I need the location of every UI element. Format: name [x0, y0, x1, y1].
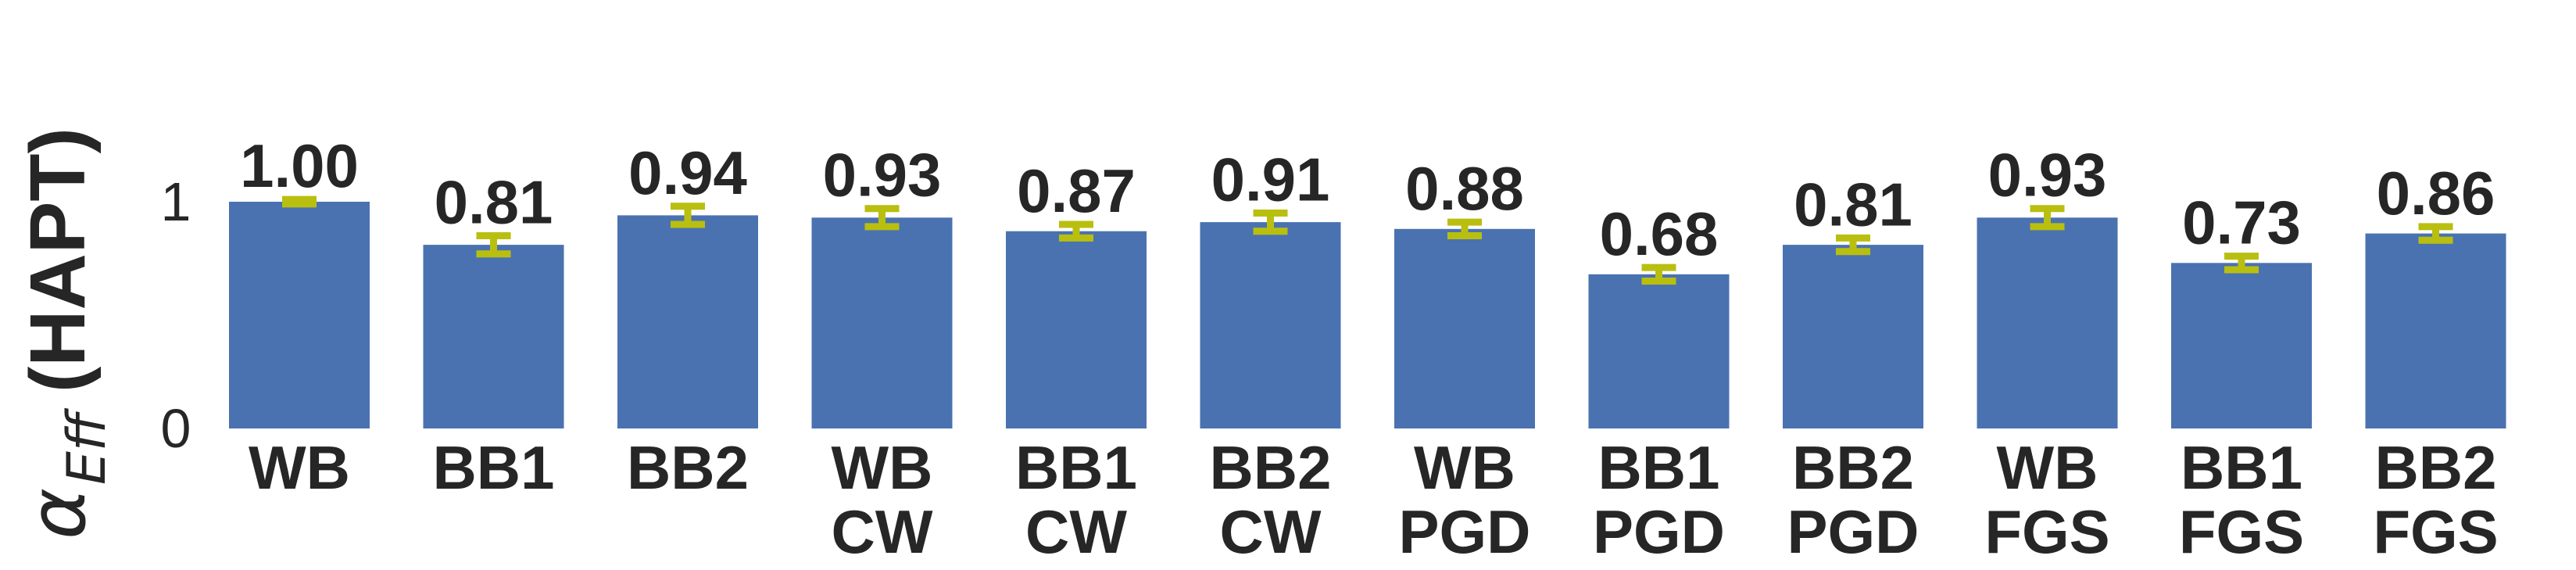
- error-bar: [282, 195, 317, 208]
- category-label: PGD: [1593, 497, 1725, 566]
- value-label: 0.68: [1600, 199, 1719, 268]
- category-label: BB2: [1792, 433, 1914, 502]
- value-label: 0.86: [2377, 159, 2496, 228]
- category-label: WB: [249, 433, 350, 502]
- category-label: WB: [1414, 433, 1515, 502]
- y-axis-label: α Eff (HAPT): [12, 127, 118, 540]
- value-label: 0.81: [435, 168, 553, 237]
- error-bar: [671, 203, 705, 228]
- error-bar: [1059, 220, 1093, 242]
- category-label: WB: [832, 433, 933, 502]
- category-label: PGD: [1398, 497, 1530, 566]
- value-label: 0.81: [1794, 170, 1912, 238]
- error-bars: [282, 195, 2453, 285]
- category-label: WB: [1997, 433, 2098, 502]
- error-bar: [2030, 205, 2065, 231]
- category-label: BB1: [2181, 433, 2302, 502]
- error-bar: [2224, 253, 2259, 274]
- category-label: FGS: [1984, 497, 2109, 566]
- bar: [1006, 231, 1147, 428]
- value-label: 0.94: [628, 138, 747, 207]
- y-axis-label-symbol: α: [12, 488, 103, 540]
- value-label: 1.00: [240, 131, 359, 200]
- bar: [229, 202, 370, 428]
- value-label: 0.91: [1211, 145, 1330, 214]
- bar: [617, 215, 758, 428]
- bar: [423, 245, 564, 428]
- error-bar: [1253, 210, 1288, 235]
- bars: [229, 202, 2506, 428]
- category-label: CW: [1220, 497, 1322, 566]
- y-axis-label-suffix: (HAPT): [14, 127, 102, 393]
- bar: [811, 217, 953, 428]
- y-axis-ticks: 01: [161, 171, 191, 459]
- bar: [1394, 228, 1535, 428]
- category-label: CW: [1025, 497, 1127, 566]
- category-label: FGS: [2373, 497, 2498, 566]
- category-label: BB1: [432, 433, 554, 502]
- error-bar: [1447, 218, 1482, 239]
- value-label: 0.73: [2182, 188, 2301, 257]
- bar: [2365, 233, 2506, 428]
- category-label: FGS: [2179, 497, 2304, 566]
- bar: [2171, 263, 2312, 428]
- value-label: 0.93: [823, 141, 942, 210]
- value-label: 0.87: [1017, 156, 1136, 225]
- y-tick-label: 0: [161, 398, 191, 459]
- category-label: PGD: [1787, 497, 1919, 566]
- value-labels: 1.00 0.81 0.94 0.93 0.87 0.91 0.88 0.68 0.81 0.93…: [240, 131, 2495, 268]
- category-label: BB1: [1597, 433, 1719, 502]
- error-bar: [2418, 223, 2453, 244]
- y-axis-label-subscript: Eff: [56, 407, 118, 485]
- category-label: BB2: [627, 433, 749, 502]
- bar: [1588, 274, 1730, 428]
- category-label: BB2: [2374, 433, 2496, 502]
- bar: [1977, 217, 2118, 428]
- error-bar: [1641, 263, 1676, 285]
- value-label: 0.88: [1405, 154, 1524, 223]
- svg-text:α Eff (HAPT): α Eff (HAPT): [12, 127, 118, 540]
- value-label: 0.93: [1988, 141, 2107, 210]
- error-bar: [1836, 234, 1870, 256]
- category-label: BB2: [1209, 433, 1331, 502]
- bar: [1200, 222, 1341, 428]
- category-label: BB1: [1015, 433, 1137, 502]
- error-bar: [864, 205, 900, 231]
- bar: [1783, 245, 1923, 428]
- error-bar: [476, 232, 511, 258]
- y-tick-label: 1: [161, 171, 191, 232]
- category-label: CW: [832, 497, 933, 566]
